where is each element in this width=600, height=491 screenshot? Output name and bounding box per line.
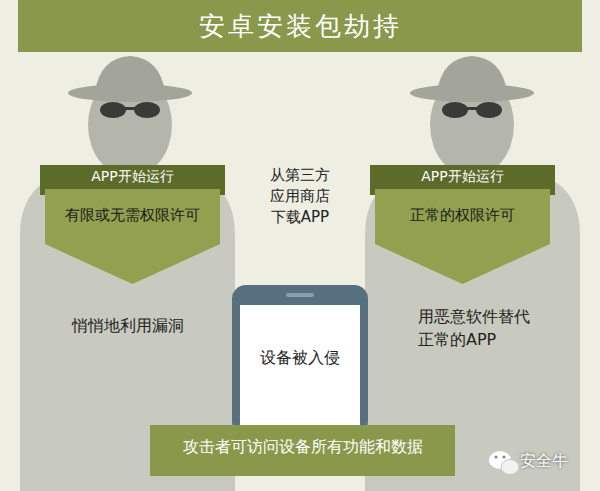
node-text: 悄悄地利用漏洞 <box>40 315 215 337</box>
source-note: 从第三方 应用商店 下载APP <box>245 165 355 228</box>
node-text: APP开始运行 <box>370 165 555 189</box>
wechat-icon <box>489 451 519 475</box>
right-attacker-head <box>410 56 534 177</box>
node-text: 设备被入侵 <box>242 347 358 369</box>
permission-pennant: 有限或无需权限许可 <box>45 189 220 284</box>
node-text: 有限或无需权限许可 <box>50 205 215 226</box>
title-banner <box>18 0 582 52</box>
node-text: 攻击者可访问设备所有功能和数据 <box>150 425 455 470</box>
watermark: 安全牛 <box>520 451 595 472</box>
node-text: 正常的权限许可 <box>380 205 545 226</box>
pennant-outline <box>375 189 550 284</box>
node-text: 用恶意软件替代 正常的APP <box>418 305 558 351</box>
permission-pennant: 正常的权限许可 <box>375 189 550 284</box>
left-attacker-head <box>68 56 192 177</box>
diagram-title: 安卓安装包劫持 <box>18 0 582 52</box>
phone-device: 设备被入侵 <box>232 285 368 435</box>
node-text: APP开始运行 <box>40 165 225 189</box>
result-band: 攻击者可访问设备所有功能和数据 <box>150 425 455 476</box>
pennant-outline <box>45 189 220 284</box>
